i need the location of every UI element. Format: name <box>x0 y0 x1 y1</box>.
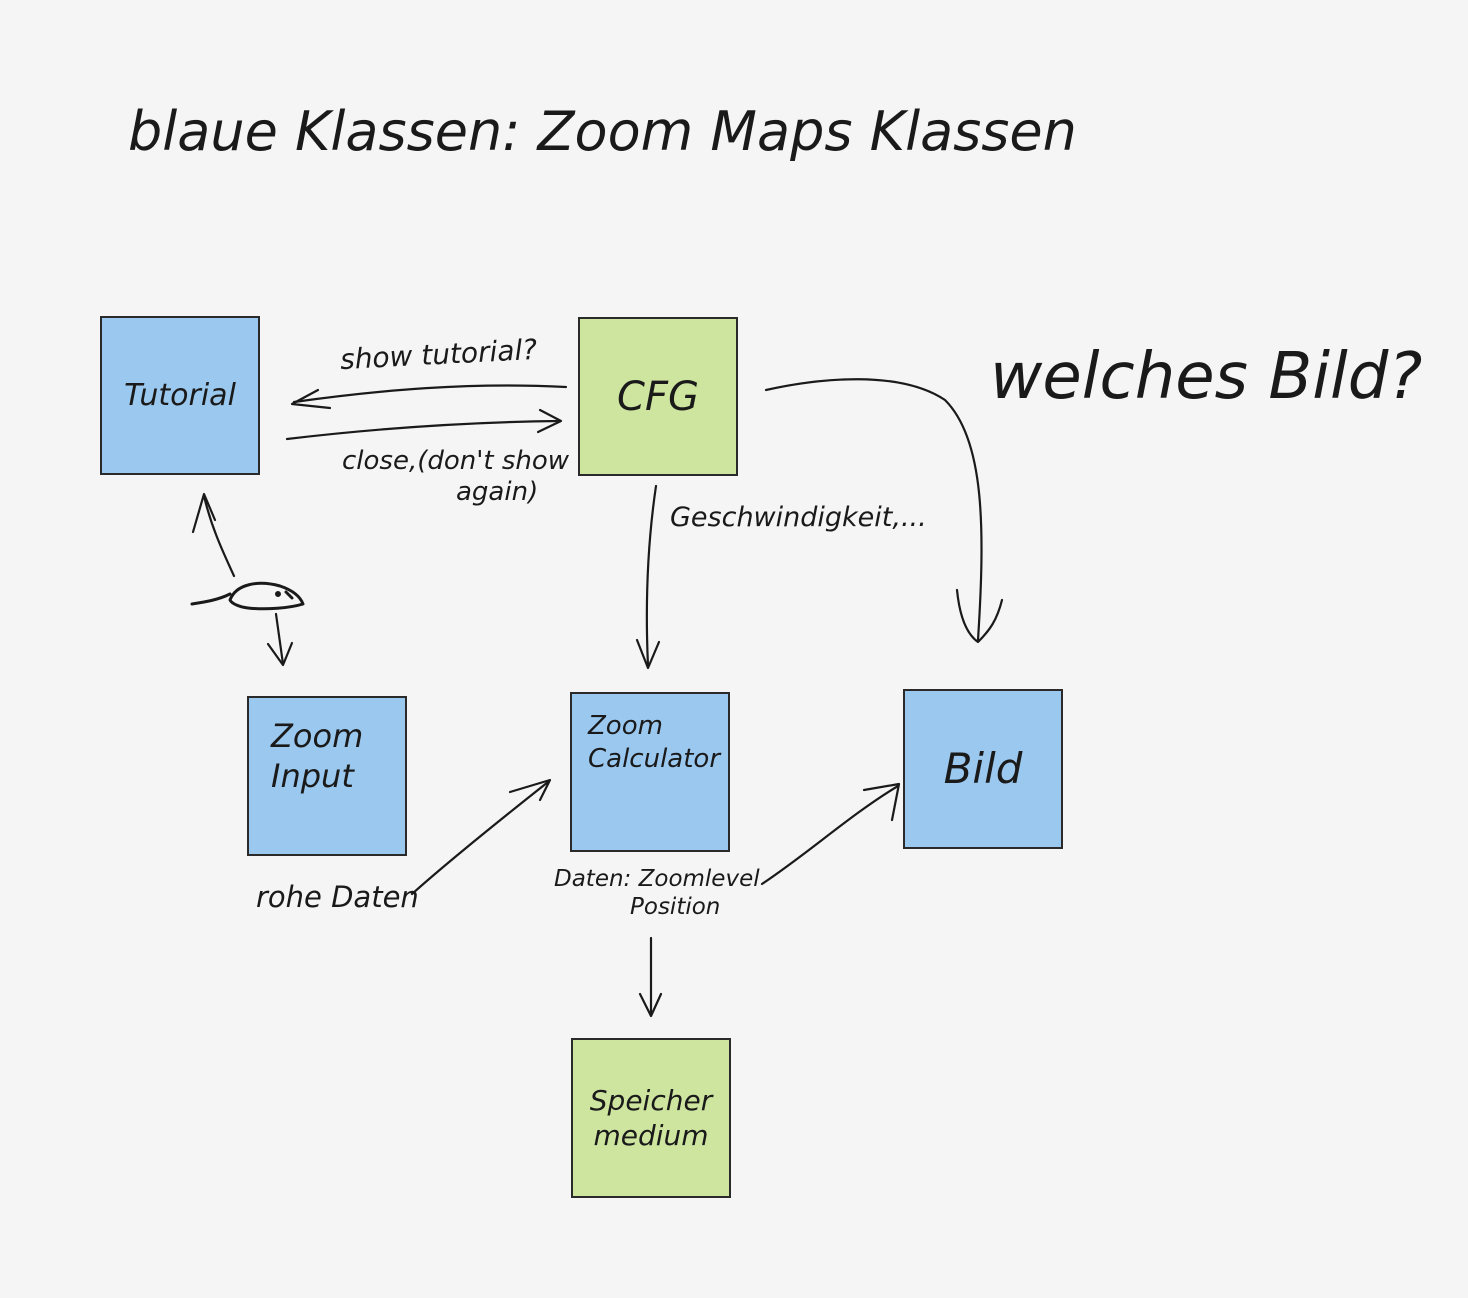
arrowhead-cfg-to-tutorial <box>290 388 332 410</box>
bild-box: Bild <box>903 689 1063 849</box>
daten-label: Daten: Zoomlevel Position <box>554 866 760 921</box>
zoom-calculator-label-line1: Zoom <box>588 711 663 741</box>
arrow-calculator-to-bild <box>760 784 900 886</box>
show-tutorial-label: show tutorial? <box>339 332 538 377</box>
bild-label: Bild <box>943 743 1023 793</box>
rohe-daten-label: rohe Daten <box>256 880 419 914</box>
arrow-cfg-to-tutorial <box>292 384 568 404</box>
zoom-input-label-line1: Zoom <box>271 717 364 755</box>
speicher-label-line1: Speicher <box>589 1084 713 1117</box>
mouse-icon <box>190 581 305 611</box>
arrowhead-mouse-to-tutorial <box>191 492 217 534</box>
close-label-line1: close,(don't show <box>342 446 570 476</box>
zoom-calculator-label-line2: Calculator <box>588 743 721 774</box>
arrowhead-input-to-calculator <box>508 778 552 802</box>
daten-label-line1: Daten: Zoomlevel <box>554 866 760 892</box>
diagram-title: blaue Klassen: Zoom Maps Klassen <box>128 100 1077 163</box>
arrowhead-mouse-to-input <box>266 641 294 667</box>
question-label: welches Bild? <box>990 340 1423 414</box>
arrow-cfg-to-calculator <box>645 484 658 668</box>
tutorial-box: Tutorial <box>100 316 260 475</box>
close-label: close,(don't show again) <box>342 446 569 508</box>
zoom-input-box: Zoom Input <box>247 696 407 856</box>
tutorial-label: Tutorial <box>124 377 236 413</box>
zoom-calculator-box: Zoom Calculator <box>570 692 730 852</box>
speicher-medium-box: Speicher medium <box>571 1038 731 1198</box>
arrowhead-calculator-to-speicher <box>638 992 663 1018</box>
close-label-line2: again) <box>456 477 539 508</box>
arrow-tutorial-to-cfg <box>285 419 562 441</box>
zoom-input-label-line2: Input <box>271 757 354 795</box>
cfg-box: CFG <box>578 317 738 476</box>
arrowhead-calculator-to-bild <box>862 782 901 822</box>
arrow-input-to-calculator <box>410 780 550 896</box>
geschwindigkeit-label: Geschwindigkeit,... <box>670 502 927 533</box>
cfg-label: CFG <box>617 373 699 420</box>
arrow-mouse-to-tutorial <box>202 494 236 578</box>
arrowhead-tutorial-to-cfg <box>536 408 563 434</box>
arrowhead-cfg-to-calculator <box>635 638 661 670</box>
daten-label-line2: Position <box>630 893 721 920</box>
speicher-label-line2: medium <box>593 1119 709 1152</box>
arrow-mouse-to-input <box>274 612 285 666</box>
arrowhead-cfg-to-bild <box>955 588 1004 644</box>
